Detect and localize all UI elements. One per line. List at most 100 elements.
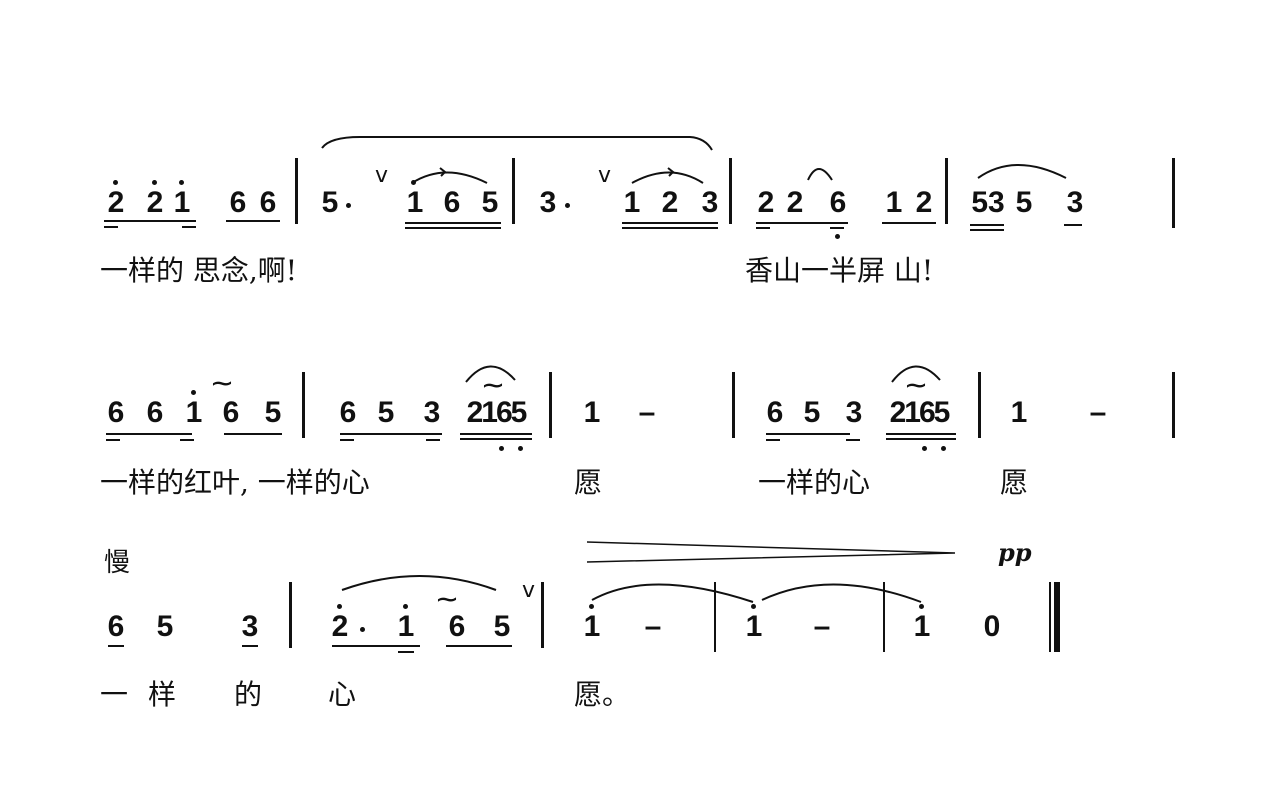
barline	[883, 582, 885, 652]
note: 1	[623, 186, 641, 219]
tempo-marking: 慢	[104, 548, 131, 578]
lyrics: 愿	[574, 466, 603, 499]
high-octave-dot	[589, 604, 594, 609]
note: 5	[377, 396, 395, 429]
lyrics: 样	[148, 678, 177, 711]
breath-mark-icon: v	[598, 163, 612, 188]
underline	[970, 224, 1004, 226]
phrase-slur	[321, 136, 713, 151]
underline	[622, 222, 718, 224]
barline	[302, 372, 305, 438]
slur	[631, 171, 704, 184]
barline	[945, 158, 948, 224]
underline	[830, 227, 844, 229]
low-octave-dot	[922, 446, 927, 451]
note: 5	[803, 396, 821, 429]
underline	[766, 439, 780, 441]
note: 1	[1010, 396, 1028, 429]
underline	[426, 439, 440, 441]
high-octave-dot	[179, 180, 184, 185]
barline	[1172, 158, 1175, 228]
underline	[182, 226, 196, 228]
barline	[1172, 372, 1175, 438]
high-octave-dot	[337, 604, 342, 609]
underline	[180, 439, 194, 441]
barline	[295, 158, 298, 224]
underline	[398, 651, 414, 653]
note-group: 2165	[466, 396, 528, 429]
note: 6	[766, 396, 784, 429]
dynamic-marking: pp	[998, 538, 1032, 567]
breath-mark-icon: v	[522, 578, 536, 603]
underline	[106, 433, 192, 435]
note: 1	[185, 396, 203, 429]
underline	[405, 227, 501, 229]
note: 2	[757, 186, 775, 219]
underline	[224, 433, 282, 435]
note: 6	[229, 186, 247, 219]
note: 5	[156, 610, 174, 643]
lyrics: 香山一半屏 山!	[745, 254, 934, 287]
note: 6	[146, 396, 164, 429]
underline	[340, 439, 354, 441]
note: 6	[107, 396, 125, 429]
note: 1	[885, 186, 903, 219]
low-octave-dot	[499, 446, 504, 451]
note: 3	[701, 186, 719, 219]
underline	[766, 433, 850, 435]
note: 2	[107, 186, 125, 219]
slur-arrow	[667, 167, 675, 177]
underline	[756, 222, 848, 224]
decrescendo-hairpin	[586, 541, 956, 563]
lyrics: 的	[234, 678, 263, 711]
note: 1	[745, 610, 763, 643]
lyrics: 心	[328, 678, 357, 711]
tie	[591, 583, 754, 603]
underline	[104, 226, 118, 228]
underline	[108, 645, 124, 647]
high-octave-dot	[751, 604, 756, 609]
high-octave-dot	[113, 180, 118, 185]
high-octave-dot	[411, 180, 416, 185]
note: 3	[845, 396, 863, 429]
dot-extension	[346, 203, 351, 208]
breath-mark-icon: v	[375, 163, 389, 188]
high-octave-dot	[191, 390, 196, 395]
low-octave-dot	[518, 446, 523, 451]
lyrics: 一样的心	[758, 466, 871, 499]
barline	[289, 582, 292, 648]
note: 3	[539, 186, 557, 219]
note: 6	[339, 396, 357, 429]
note: 6	[259, 186, 277, 219]
lyrics: 愿	[1000, 466, 1029, 499]
dash: –	[638, 396, 656, 429]
low-octave-dot	[941, 446, 946, 451]
high-octave-dot	[919, 604, 924, 609]
note: 5	[321, 186, 339, 219]
dash: –	[644, 610, 662, 643]
note: 1	[397, 610, 415, 643]
note: 3	[241, 610, 259, 643]
lyrics: 一样的 思念,啊!	[100, 254, 298, 287]
underline	[405, 222, 501, 224]
slur	[341, 575, 497, 591]
barline	[549, 372, 552, 438]
note: 1	[583, 610, 601, 643]
dash: –	[813, 610, 831, 643]
underline	[226, 220, 280, 222]
underline	[882, 222, 936, 224]
note: 3	[1066, 186, 1084, 219]
note: 5	[493, 610, 511, 643]
lyrics: 一样的红叶, 一样的心	[100, 466, 370, 499]
dot-extension	[565, 203, 570, 208]
note: 53	[971, 186, 1005, 219]
note: 6	[829, 186, 847, 219]
barline	[732, 372, 735, 438]
lyrics: 一	[100, 678, 129, 711]
note: 5	[481, 186, 499, 219]
slur	[411, 171, 488, 184]
slur	[977, 164, 1067, 179]
underline	[886, 438, 956, 440]
underline	[446, 645, 512, 647]
note: 6	[443, 186, 461, 219]
